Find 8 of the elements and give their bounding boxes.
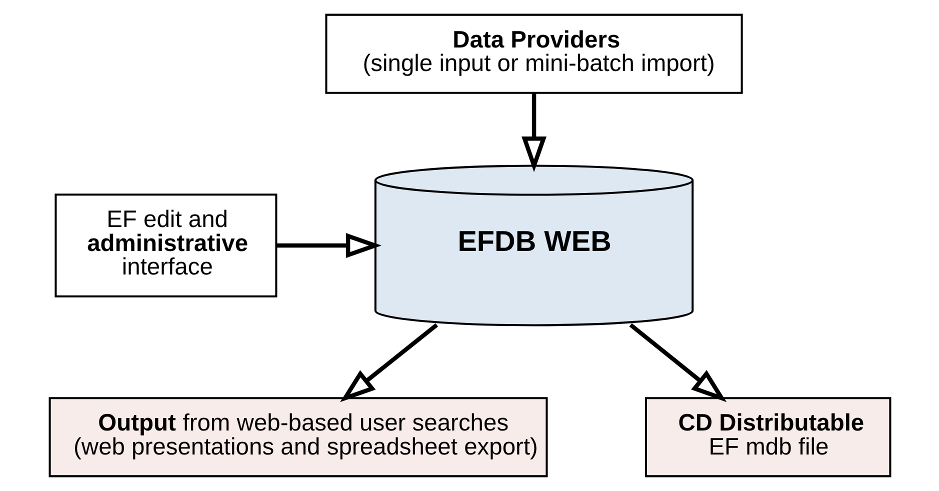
node-box: Data Providers (single input or mini-batch import): [324, 14, 742, 94]
node-box: CD Distributable EF mdb file: [644, 397, 891, 478]
arrow: [628, 323, 726, 402]
arrow: [276, 233, 382, 258]
arrow: [521, 93, 546, 172]
node-box: Output from web-based user searches (web presentations and spreadsheet export): [48, 397, 548, 478]
arrow: [340, 323, 438, 402]
node-box: EF edit and administrative interface: [54, 194, 277, 298]
